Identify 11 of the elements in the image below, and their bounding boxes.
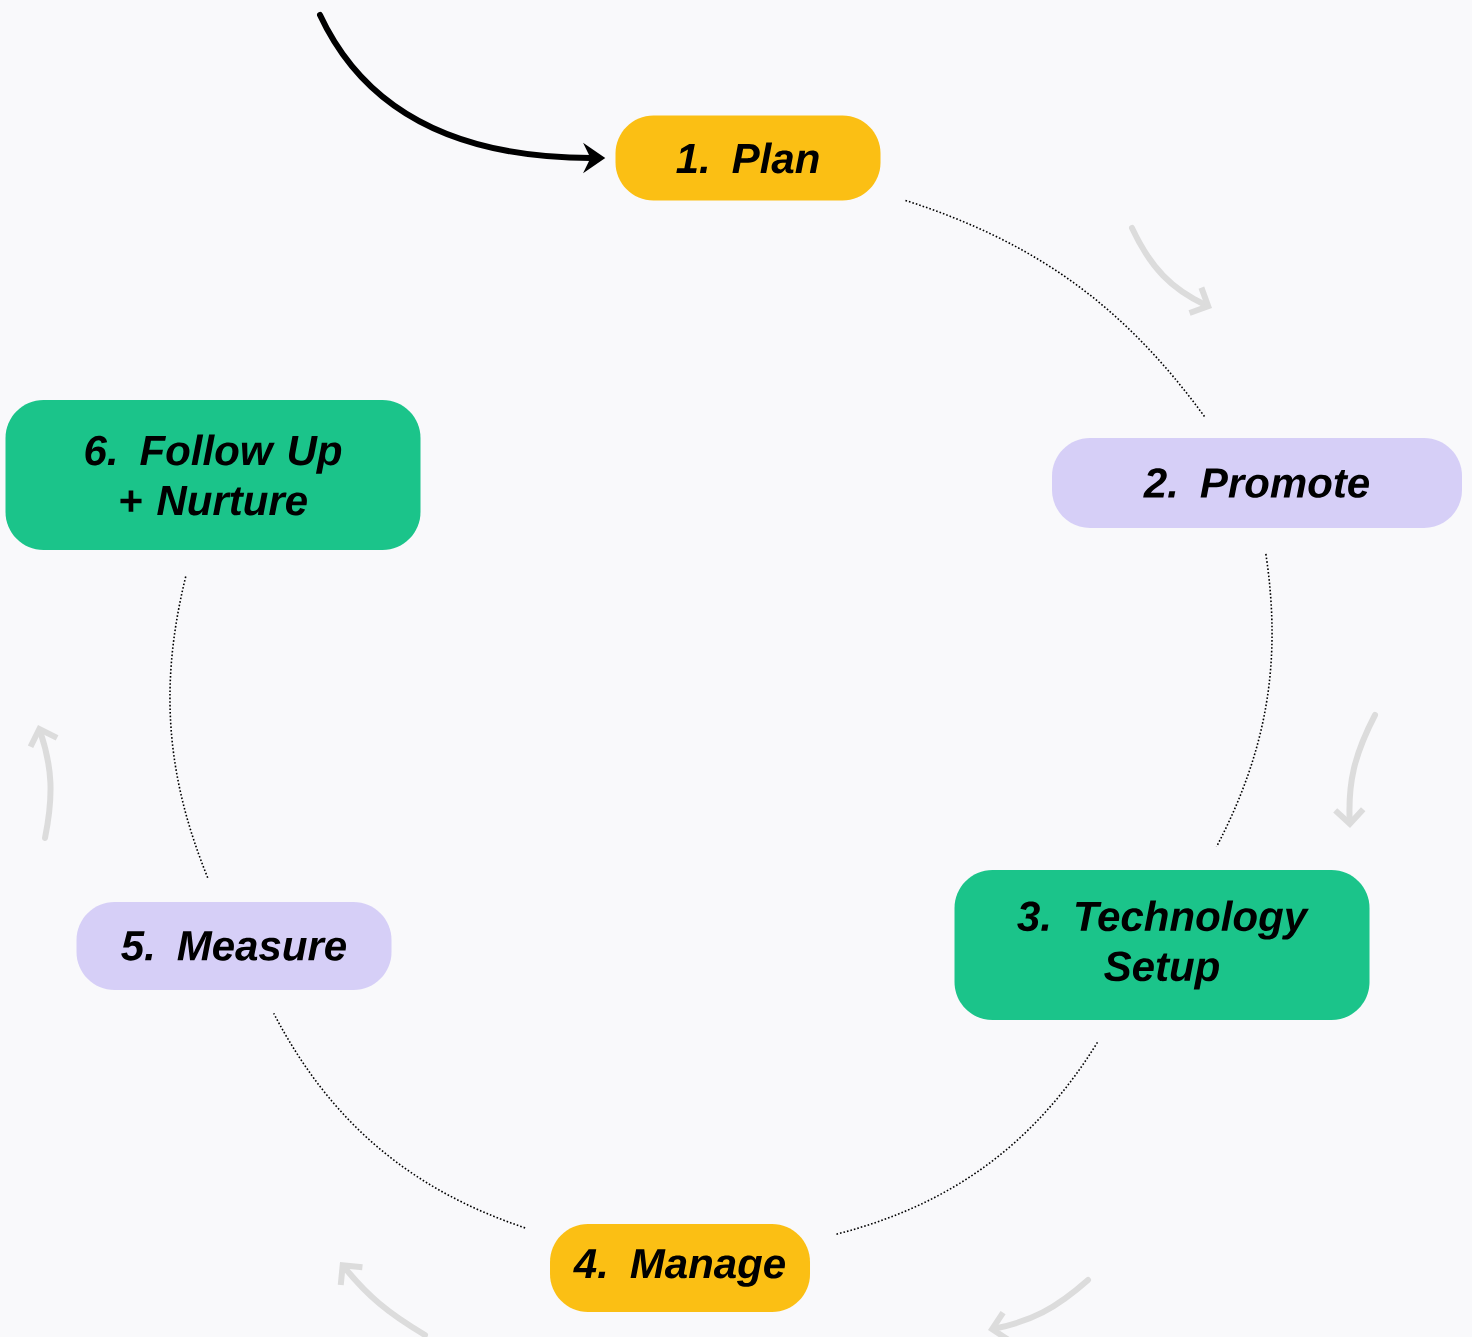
step-label: 1. Plan [615, 115, 881, 201]
step-label: 5. Measure [76, 902, 392, 990]
step-label: 3. Technology Setup [954, 870, 1370, 1020]
dotted-connector [834, 1041, 1099, 1236]
dotted-connector [169, 574, 209, 879]
step-label: 4. Manage [550, 1224, 810, 1312]
dotted-connector [1215, 553, 1273, 848]
step-label: 2. Promote [1052, 438, 1462, 528]
step-label: 6. Follow Up + Nurture [5, 400, 421, 550]
dotted-connector [272, 1012, 526, 1229]
dotted-connector [904, 199, 1206, 418]
